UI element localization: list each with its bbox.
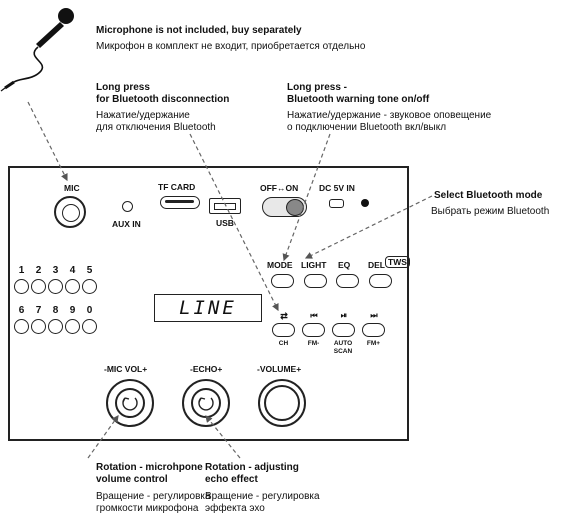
number-button-8[interactable]	[48, 319, 63, 334]
number-label-3: 3	[52, 265, 59, 276]
mic-volume-title-2: volume control	[96, 474, 168, 485]
number-button-7[interactable]	[31, 319, 46, 334]
power-switch-label: OFF↔ON	[260, 183, 299, 193]
volume-knob[interactable]	[258, 379, 306, 427]
fm-minus-label: FM-	[307, 340, 320, 347]
echo-title-1: Rotation - adjusting	[205, 462, 299, 473]
light-button[interactable]	[304, 274, 327, 288]
dc-in-label: DC 5V IN	[319, 183, 355, 193]
number-label-5: 5	[86, 265, 93, 276]
bt-tone-title-2: Bluetooth warning tone on/off	[287, 94, 430, 105]
number-button-4[interactable]	[65, 279, 80, 294]
echo-desc-2: эффекта эхо	[205, 503, 265, 514]
mic-note-desc: Микрофон в комплект не входит, приобрета…	[96, 41, 366, 52]
echo-title-2: echo effect	[205, 474, 258, 485]
fm-minus-button[interactable]	[302, 323, 325, 337]
bt-tone-desc-2: о подключении Bluetooth вкл/выкл	[287, 122, 447, 133]
number-label-6: 6	[18, 305, 25, 316]
fm-plus-button[interactable]	[362, 323, 385, 337]
aux-label: AUX IN	[112, 219, 141, 229]
mic-volume-knob-label: -MIC VOL+	[104, 364, 148, 374]
number-label-7: 7	[35, 305, 42, 316]
number-label-8: 8	[52, 305, 59, 316]
microphone-icon	[0, 8, 74, 92]
bt-disconnect-title-1: Long press	[96, 82, 150, 93]
indicator-led	[361, 199, 369, 207]
bt-disconnect-title-2: for Bluetooth disconnection	[96, 94, 230, 105]
repeat-icon: ⇄	[280, 311, 288, 321]
lcd-display: LINE	[154, 294, 262, 322]
bt-mode-title: Select Bluetooth mode	[434, 190, 543, 201]
number-button-1[interactable]	[14, 279, 29, 294]
bt-disconnect-desc-2: для отключения Bluetooth	[96, 122, 216, 133]
light-label: LIGHT	[301, 260, 327, 270]
number-button-6[interactable]	[14, 319, 29, 334]
number-label-2: 2	[35, 265, 42, 276]
bt-disconnect-desc-1: Нажатие/удержание	[96, 110, 190, 121]
usb-label: USB	[216, 218, 234, 228]
bt-mode-desc: Выбрать режим Bluetooth	[431, 206, 550, 217]
aux-jack[interactable]	[122, 201, 133, 212]
eq-button[interactable]	[336, 274, 359, 288]
mic-volume-knob[interactable]	[106, 379, 154, 427]
mic-label: MIC	[64, 183, 80, 193]
mic-volume-desc-1: Вращение - регулировка	[96, 491, 211, 502]
echo-knob-label: -ECHO+	[190, 364, 223, 374]
number-label-9: 9	[69, 305, 76, 316]
play-pause-icon: ⏯	[340, 311, 348, 320]
number-label-0: 0	[86, 305, 93, 316]
power-switch[interactable]	[262, 197, 307, 217]
number-button-5[interactable]	[82, 279, 97, 294]
del-label: DEL	[368, 260, 385, 270]
echo-knob[interactable]	[182, 379, 230, 427]
number-button-3[interactable]	[48, 279, 63, 294]
number-button-2[interactable]	[31, 279, 46, 294]
mic-jack[interactable]	[54, 196, 86, 228]
usb-port[interactable]	[209, 198, 241, 214]
auto-scan-label: AUTO SCAN	[333, 340, 353, 355]
number-label-4: 4	[69, 265, 76, 276]
bt-tone-title-1: Long press -	[287, 82, 348, 93]
echo-desc-1: Вращение - регулировка	[205, 491, 320, 502]
previous-icon: ⏮	[310, 311, 318, 320]
dc-in-port[interactable]	[329, 199, 344, 208]
number-label-1: 1	[18, 265, 25, 276]
tf-card-label: TF CARD	[158, 182, 196, 192]
next-icon: ⏭	[370, 311, 378, 320]
ch-button[interactable]	[272, 323, 295, 337]
number-button-0[interactable]	[82, 319, 97, 334]
control-panel: MIC AUX IN TF CARD USB OFF↔ON DC 5V IN 1…	[8, 166, 410, 441]
mic-volume-title-1: Rotation - microhpone	[96, 462, 203, 473]
rotate-icon	[198, 397, 214, 411]
mic-volume-desc-2: громкости микрофона	[96, 503, 199, 514]
fm-plus-label: FM+	[366, 340, 381, 347]
ch-label: CH	[278, 340, 289, 347]
mode-button[interactable]	[271, 274, 294, 288]
mode-label: MODE	[267, 260, 293, 270]
rotate-icon	[122, 397, 138, 411]
auto-scan-button[interactable]	[332, 323, 355, 337]
volume-knob-label: -VOLUME+	[257, 364, 302, 374]
tf-card-slot[interactable]	[160, 196, 200, 209]
del-button[interactable]	[369, 274, 392, 288]
mic-note-title: Microphone is not included, buy separate…	[96, 25, 302, 36]
tws-badge: TWS	[385, 256, 410, 268]
eq-label: EQ	[338, 260, 351, 270]
number-button-9[interactable]	[65, 319, 80, 334]
bt-tone-desc-1: Нажатие/удержание - звуковое оповещение	[287, 110, 492, 121]
